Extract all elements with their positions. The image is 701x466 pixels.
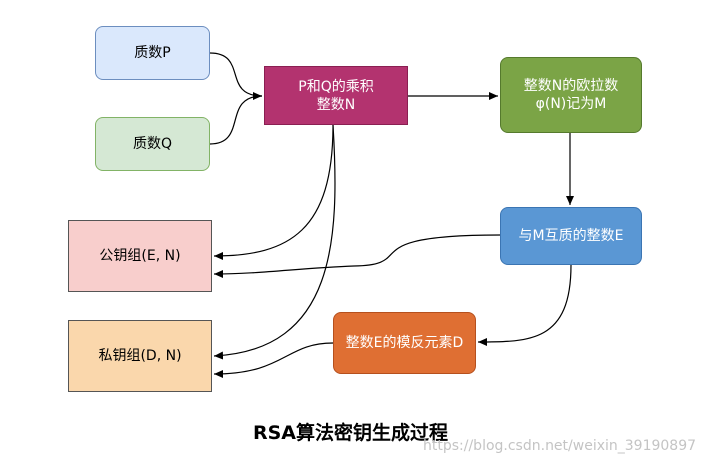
node-product-n: P和Q的乘积 整数N — [264, 66, 408, 125]
node-euler-m-line1: 整数N的欧拉数 — [523, 78, 619, 94]
node-compute-d-label: 整数E的模反元素D — [345, 335, 464, 351]
node-prime-p: 质数P — [95, 26, 210, 80]
node-product-n-line2: 整数N — [316, 96, 356, 113]
edge-n-to-public — [213, 124, 334, 260]
node-private-key: 私钥组(D, N) — [68, 320, 212, 392]
node-choose-e: 与M互质的整数E — [500, 207, 642, 265]
edge-e-to-public — [213, 234, 501, 278]
node-public-key: 公钥组(E, N) — [68, 220, 212, 292]
edge-d-to-private — [213, 342, 334, 378]
node-choose-e-label: 与M互质的整数E — [518, 228, 624, 244]
node-euler-m-line2: φ(N)记为M — [535, 96, 607, 112]
node-public-key-label: 公钥组(E, N) — [99, 248, 181, 264]
node-prime-p-label: 质数P — [134, 45, 171, 61]
node-compute-d: 整数E的模反元素D — [333, 312, 476, 374]
diagram-caption: RSA算法密钥生成过程 — [252, 422, 449, 444]
edge-q-to-n — [209, 95, 263, 145]
edge-n-to-private — [213, 124, 336, 360]
edge-e-to-d — [477, 264, 572, 346]
watermark: https://blog.csdn.net/weixin_39190897 — [423, 438, 697, 454]
node-product-n-line1: P和Q的乘积 — [298, 78, 374, 95]
node-prime-q: 质数Q — [95, 117, 210, 171]
node-private-key-label: 私钥组(D, N) — [98, 348, 182, 364]
node-euler-m: 整数N的欧拉数 φ(N)记为M — [500, 57, 642, 133]
edge-p-to-n — [209, 52, 263, 100]
node-prime-q-label: 质数Q — [132, 136, 173, 152]
